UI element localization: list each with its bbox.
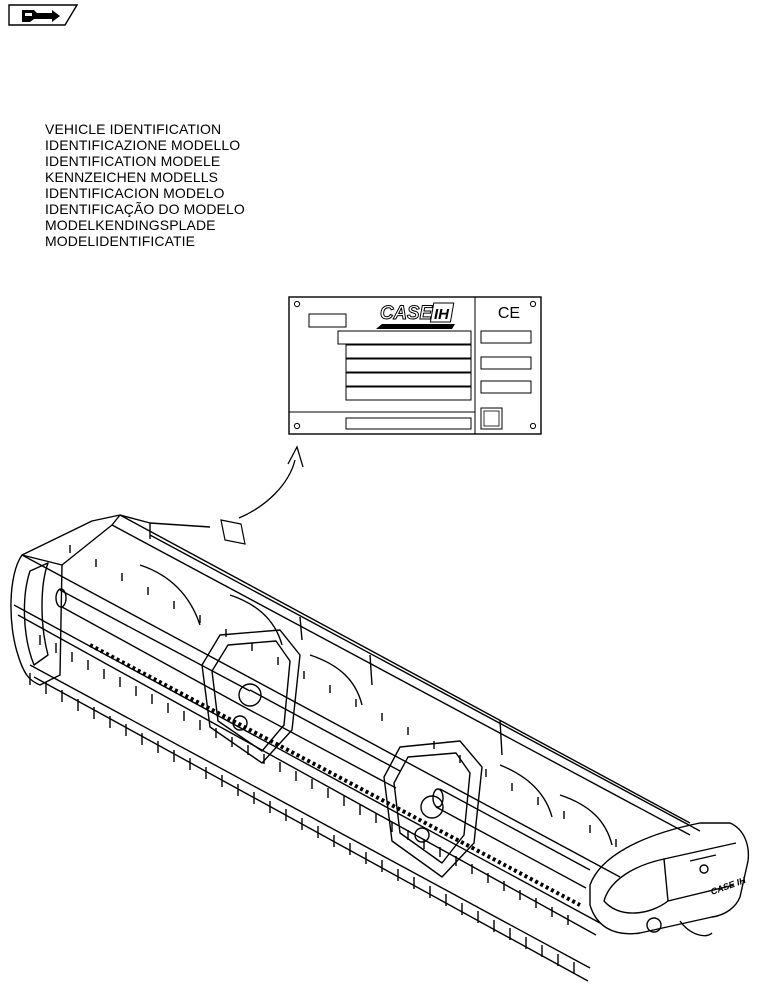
plate-field xyxy=(345,372,472,387)
plate-field xyxy=(345,358,472,373)
rivet-hole xyxy=(293,422,301,430)
plate-field xyxy=(480,330,532,344)
title-line: IDENTIFICAZIONE MODELLO xyxy=(45,137,241,153)
title-line: VEHICLE IDENTIFICATION xyxy=(45,121,222,137)
plate-brand-mark: IH xyxy=(434,306,450,323)
rivet-hole xyxy=(293,300,301,308)
plate-stamp-box xyxy=(480,407,503,430)
case-ih-logo: CASE IH xyxy=(376,302,455,329)
identification-plate: CASE IH CE xyxy=(288,296,542,435)
title-line: KENNZEICHEN MODELLS xyxy=(45,169,219,185)
title-line: IDENTIFICAÇÃO DO MODELO xyxy=(45,201,245,217)
plate-field xyxy=(480,356,532,370)
draper-header-illustration: CASE IH xyxy=(10,514,750,982)
title-line: IDENTIFICATION MODELE xyxy=(45,153,221,169)
plate-field xyxy=(480,380,532,394)
callout-arrow xyxy=(220,445,304,545)
title-line: IDENTIFICACION MODELO xyxy=(45,185,225,201)
plate-field xyxy=(345,344,472,359)
plate-brand: CASE xyxy=(380,303,433,324)
nav-tab[interactable] xyxy=(8,4,78,26)
label-location-marker xyxy=(220,519,246,545)
rivet-hole xyxy=(529,422,537,430)
plate-field xyxy=(337,330,472,345)
title-block: VEHICLE IDENTIFICATION IDENTIFICAZIONE M… xyxy=(45,121,245,249)
title-line: MODELIDENTIFICATIE xyxy=(45,233,196,249)
rivet-hole xyxy=(529,300,537,308)
title-line: MODELKENDINGSPLADE xyxy=(45,217,216,233)
plate-field xyxy=(345,417,472,430)
next-page-arrow-icon xyxy=(22,10,60,22)
ce-mark: CE xyxy=(498,305,520,322)
plate-field xyxy=(308,313,347,328)
plate-field xyxy=(345,386,472,401)
machine-logo: CASE IH xyxy=(709,875,747,897)
